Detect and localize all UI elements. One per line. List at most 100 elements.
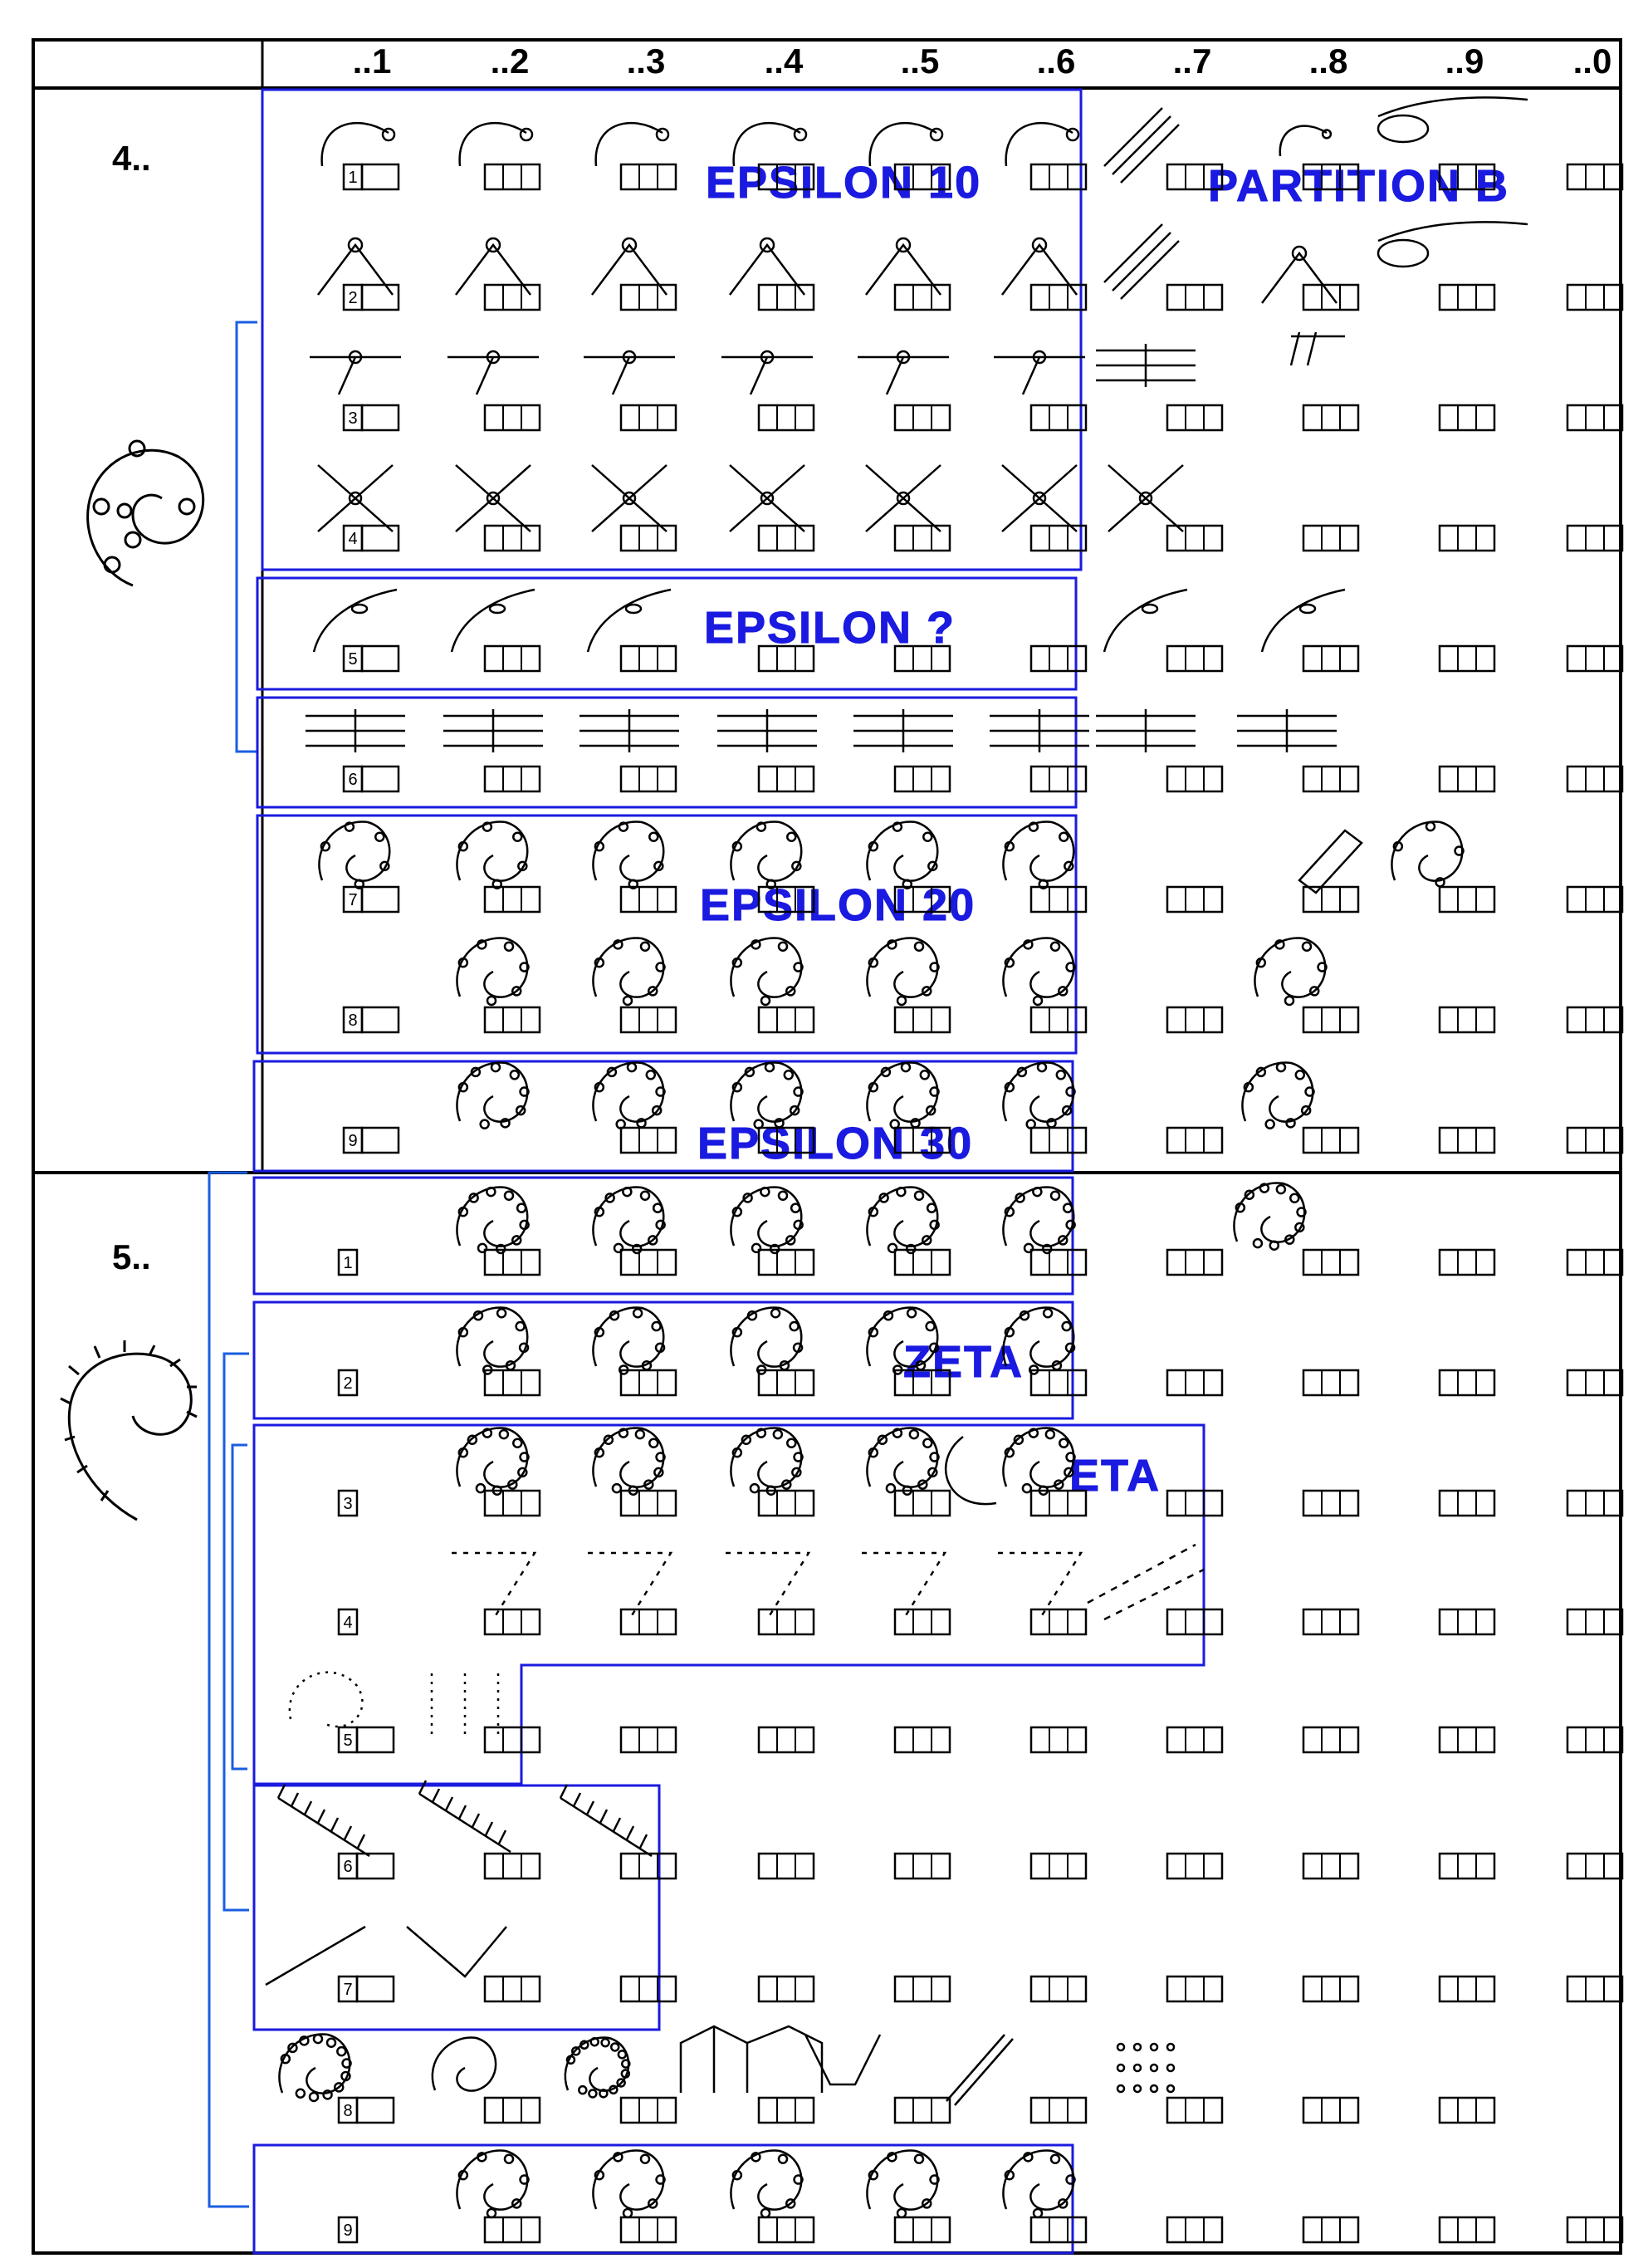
row-number-label: 6	[348, 771, 357, 789]
knob-mark	[613, 1242, 624, 1254]
code-cell	[1166, 1006, 1224, 1034]
code-cell	[1566, 1608, 1624, 1636]
code-cell	[893, 524, 951, 552]
knob-mark	[632, 1308, 643, 1319]
cross-mark	[865, 464, 941, 532]
vee-mark	[1001, 242, 1078, 296]
knob-mark	[777, 1190, 789, 1201]
code-cell	[1166, 1726, 1224, 1754]
knob-mark	[589, 2036, 599, 2047]
knob-mark	[308, 2091, 320, 2103]
code-cell	[1302, 1126, 1360, 1154]
dotted-triangle-mark	[862, 1551, 947, 1620]
code-cell	[1302, 2096, 1360, 2124]
knob-mark	[929, 127, 944, 142]
code-cell	[893, 2216, 951, 2244]
knob-mark	[887, 2152, 897, 2163]
spiral-mark	[730, 2149, 803, 2211]
spiral-mark	[1241, 1061, 1314, 1123]
knob-mark	[1032, 491, 1047, 506]
row-number-label: 4	[348, 530, 357, 548]
code-cell	[1566, 765, 1624, 793]
arc-mark	[312, 588, 398, 653]
code-cell	[1438, 404, 1496, 432]
knob-mark	[477, 2152, 487, 2163]
code-cell	[1029, 2096, 1088, 2124]
hook-stroke-mark	[868, 121, 937, 167]
code-cell	[1438, 1369, 1496, 1397]
knob-mark	[731, 1326, 743, 1338]
fan-lines-mark	[1103, 223, 1180, 300]
knob-mark	[374, 831, 385, 842]
dotted-spiral-mark	[288, 1671, 364, 1728]
row-number: 2	[337, 1369, 359, 1397]
spiral-mark	[1002, 820, 1075, 882]
knob-mark	[488, 603, 506, 615]
code-cell	[483, 163, 541, 191]
barb-mark	[418, 1780, 428, 1795]
knob-mark	[320, 840, 331, 852]
knob-mark	[482, 1364, 493, 1375]
code-cell	[1302, 885, 1360, 914]
knob-mark	[1301, 941, 1313, 952]
knob-mark	[472, 1310, 484, 1321]
row-number: 7	[342, 885, 364, 914]
spiral-mark	[730, 1427, 803, 1488]
knob-mark	[868, 1447, 879, 1458]
knob-mark	[519, 1086, 530, 1097]
spiral-mark	[866, 820, 939, 882]
knob-mark	[770, 1308, 781, 1319]
knob-mark	[336, 2045, 347, 2057]
code-cell	[893, 1608, 951, 1636]
knob-mark	[905, 1243, 917, 1255]
code-cell	[483, 2096, 541, 2124]
knob-mark	[516, 1203, 527, 1213]
bracket-lines	[208, 321, 257, 2208]
knob-mark	[1055, 1070, 1067, 1080]
knob-mark	[512, 1438, 523, 1448]
code-cell	[619, 1248, 677, 1276]
spiral-with-barbs-icon	[60, 1340, 198, 1521]
knob-mark	[731, 957, 743, 968]
knob-mark	[651, 1105, 663, 1116]
knob-mark	[759, 237, 775, 253]
knob-mark	[1062, 1203, 1073, 1213]
spiral-mark	[1002, 1306, 1075, 1368]
row-number-label: 1	[343, 1254, 352, 1272]
knob-mark	[1138, 491, 1153, 506]
knob-mark	[1259, 1183, 1270, 1193]
row-number: 6	[337, 1852, 359, 1880]
knob-mark	[751, 1242, 762, 1254]
knob-mark	[785, 1235, 796, 1246]
knob-mark	[877, 1434, 888, 1445]
knob-mark	[498, 1428, 510, 1440]
spiral-mark	[592, 1427, 665, 1488]
knob-mark	[626, 1061, 638, 1073]
knob-mark	[348, 350, 363, 365]
knob-mark	[344, 821, 355, 832]
knob-mark	[900, 1061, 912, 1073]
knob-mark	[647, 2198, 658, 2209]
knob-mark	[793, 2174, 804, 2185]
row-number: 7	[337, 1975, 359, 2003]
code-cell	[1029, 283, 1088, 311]
knob-mark	[777, 941, 789, 952]
code-cell	[1302, 2216, 1360, 2244]
knob-mark	[655, 1086, 666, 1097]
code-cell	[1302, 765, 1360, 793]
knob-mark	[505, 1359, 516, 1371]
column-header: ..9	[1445, 42, 1484, 81]
knob-mark	[609, 1310, 620, 1321]
code-cell	[1566, 2216, 1624, 2244]
barb-mark	[572, 1792, 582, 1807]
knob-mark	[634, 1428, 646, 1440]
knob-mark	[741, 1434, 752, 1445]
row-number: 2	[342, 283, 364, 311]
spiral-mark	[456, 1306, 529, 1368]
knob-mark	[1023, 1242, 1034, 1254]
knob-mark	[793, 1086, 804, 1097]
code-cell	[1029, 1852, 1088, 1880]
knob-mark	[503, 2153, 515, 2164]
knob-mark	[789, 1320, 800, 1332]
